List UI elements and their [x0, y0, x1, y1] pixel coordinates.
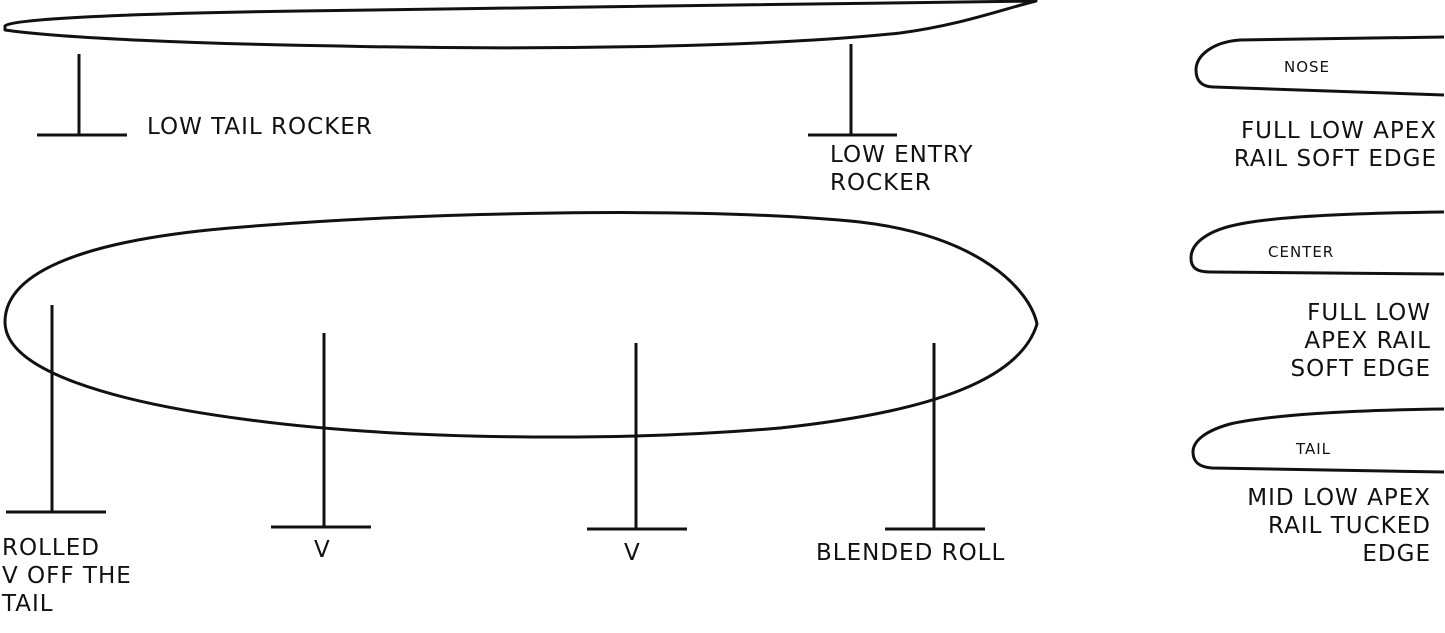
- v1-label: V: [314, 537, 331, 563]
- rail-center-outline: [1189, 210, 1445, 276]
- entry-rocker-label-line-2: ROCKER: [830, 170, 932, 196]
- tail-rocker-label: LOW TAIL ROCKER: [147, 114, 373, 140]
- rail-center-label-line-3: SOFT EDGE: [1290, 356, 1431, 382]
- rolled-v-label-line-3: TAIL: [2, 591, 54, 617]
- rail-nose-tag: NOSE: [1284, 58, 1331, 76]
- rail-tail-label-line-2: RAIL TUCKED: [1268, 513, 1431, 539]
- rail-center-label-line-2: APEX RAIL: [1304, 328, 1431, 354]
- v2-label: V: [624, 540, 641, 566]
- rolled-v-label: ROLLED V OFF THE TAIL: [2, 534, 132, 618]
- rail-center-label: FULL LOW APEX RAIL SOFT EDGE: [1291, 299, 1432, 383]
- rail-nose-label-line-2: RAIL SOFT EDGE: [1233, 146, 1437, 172]
- rolled-v-label-line-1: ROLLED: [2, 535, 100, 561]
- entry-rocker-label-line-1: LOW ENTRY: [830, 142, 974, 168]
- rail-nose-outline: [1194, 35, 1445, 97]
- rail-tail-label: MID LOW APEX RAIL TUCKED EDGE: [1247, 484, 1431, 568]
- rail-tail-label-line-3: EDGE: [1362, 541, 1431, 567]
- rail-center-tag: CENTER: [1268, 243, 1335, 261]
- blended-roll-label: BLENDED ROLL: [816, 540, 1006, 566]
- rail-center-label-line-1: FULL LOW: [1307, 300, 1431, 326]
- rail-tail-label-line-1: MID LOW APEX: [1247, 485, 1431, 511]
- rail-tail-outline: [1191, 407, 1445, 474]
- entry-rocker-label: LOW ENTRY ROCKER: [830, 141, 974, 197]
- rocker-profile-outline: [3, 0, 1038, 50]
- rail-nose-label: FULL LOW APEX RAIL SOFT EDGE: [1234, 117, 1437, 173]
- bottom-outline: [3, 211, 1039, 439]
- rolled-v-label-line-2: V OFF THE: [2, 563, 132, 589]
- rail-tail-tag: TAIL: [1296, 440, 1332, 458]
- rail-nose-label-line-1: FULL LOW APEX: [1240, 118, 1437, 144]
